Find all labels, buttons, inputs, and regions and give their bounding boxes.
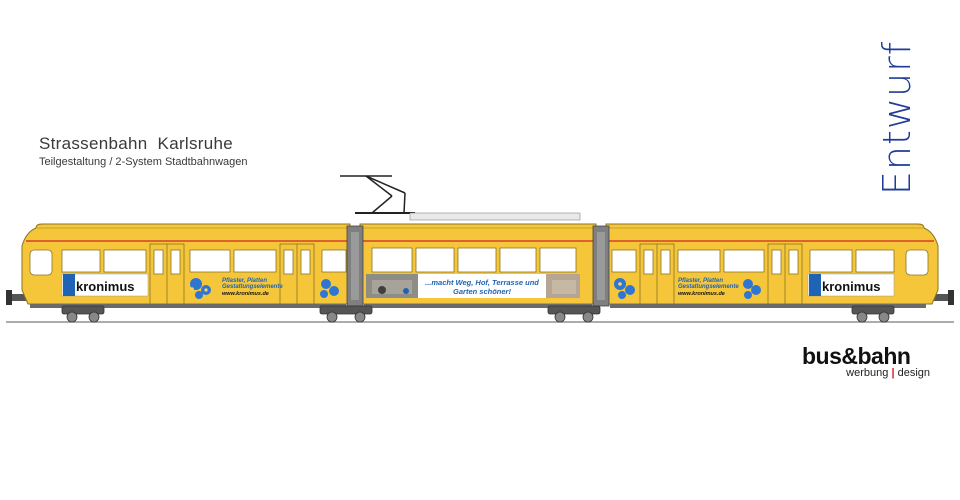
ad-panel-left-text: Pflaster, Platten Gestaltungselemente ww… <box>222 278 283 297</box>
svg-text:Pflaster, Platten: Pflaster, Platten <box>222 278 267 284</box>
svg-text:www.kronimus.de: www.kronimus.de <box>678 291 725 297</box>
brand-text-right: kronimus <box>822 279 881 294</box>
ad-panel-middle: ...macht Weg, Hof, Terrasse und Garten s… <box>366 274 580 298</box>
svg-text:Gestaltungselemente: Gestaltungselemente <box>678 284 739 290</box>
brand-text-left: kronimus <box>76 279 135 294</box>
articulation-joints <box>346 225 610 307</box>
ad-panel-right-brand: kronimus <box>807 273 895 297</box>
logo-tagline: werbung | design <box>846 367 930 379</box>
tram-windows <box>29 247 929 276</box>
ad-panel-right-flowers <box>614 278 635 299</box>
svg-text:Pflaster, Platten: Pflaster, Platten <box>678 278 723 284</box>
coupler-right <box>932 290 954 305</box>
roof-stripes <box>26 227 934 242</box>
pantograph <box>340 175 415 214</box>
svg-text:...macht Weg, Hof, Terrasse un: ...macht Weg, Hof, Terrasse und <box>425 278 539 287</box>
page-subtitle: Teilgestaltung / 2-System Stadtbahnwagen <box>39 156 248 168</box>
ad-panel-left-brand: kronimus <box>61 273 149 297</box>
svg-text:Garten schöner!: Garten schöner! <box>453 287 511 296</box>
svg-text:Gestaltungselemente: Gestaltungselemente <box>222 284 283 290</box>
bogies <box>61 305 895 323</box>
coupler-left <box>6 290 28 305</box>
page-title: Strassenbahn Karlsruhe <box>39 134 234 153</box>
ad-panel-right-flowers-2 <box>743 279 761 299</box>
bus-bahn-logo: bus&bahn werbung | design <box>802 343 930 383</box>
logo-wordmark: bus&bahn <box>802 343 911 369</box>
ad-panel-left-flowers <box>190 278 211 299</box>
ad-panel-left-flowers-2 <box>320 279 339 298</box>
svg-text:www.kronimus.de: www.kronimus.de <box>222 291 269 297</box>
roof-equipment <box>409 212 581 221</box>
underframe <box>30 304 926 308</box>
ad-panel-right-text: Pflaster, Platten Gestaltungselemente ww… <box>678 278 739 297</box>
